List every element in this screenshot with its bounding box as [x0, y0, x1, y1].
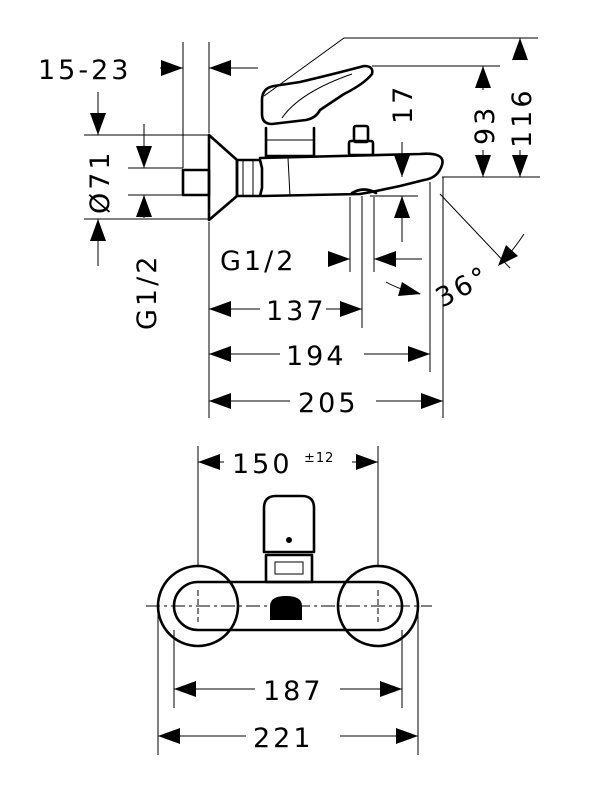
- dim-centres-label: 150: [232, 449, 293, 480]
- side-view: 15-23 Ø71 G1/2 17: [38, 37, 540, 419]
- dim-137-label: 137: [266, 296, 327, 327]
- dim-221: 221: [158, 723, 418, 754]
- dim-diameter-label: Ø71: [85, 149, 116, 214]
- dim-inlet-thread-label: G1/2: [132, 254, 163, 330]
- dim-137: 137: [209, 296, 362, 327]
- faucet-side-outline: [181, 37, 538, 222]
- dim-194-label: 194: [286, 341, 347, 372]
- faucet-front-outline: [146, 494, 432, 648]
- dim-outlet-thread: G1/2: [220, 246, 422, 277]
- dim-187: 187: [174, 676, 402, 707]
- dim-spout-offset: 17: [388, 84, 419, 242]
- dim-height-93-label: 93: [470, 105, 501, 145]
- dim-wall-distance: 15-23: [38, 55, 258, 86]
- dim-diameter: Ø71: [85, 92, 116, 266]
- dim-inlet-thread: G1/2: [132, 124, 163, 330]
- front-extension-lines: [157, 446, 419, 755]
- dim-187-label: 187: [263, 676, 324, 707]
- dim-outlet-thread-label: G1/2: [220, 246, 296, 277]
- dim-height-116: 116: [507, 38, 538, 177]
- dim-spout-offset-label: 17: [388, 84, 419, 124]
- dim-height-116-label: 116: [507, 87, 538, 148]
- dim-wall-distance-label: 15-23: [38, 55, 131, 86]
- side-extension-lines: [84, 42, 540, 418]
- dim-194: 194: [209, 341, 430, 372]
- dim-angle-label: 36°: [431, 260, 496, 314]
- front-view: 150 ±12 187 221: [146, 446, 432, 755]
- dim-205: 205: [209, 388, 443, 419]
- dim-205-label: 205: [298, 388, 359, 419]
- dim-centres-tolerance: ±12: [304, 451, 334, 466]
- dim-angle: 36°: [385, 233, 525, 314]
- dim-height-93: 93: [470, 66, 501, 177]
- dim-centres: 150 ±12: [198, 449, 378, 480]
- dim-221-label: 221: [253, 723, 314, 754]
